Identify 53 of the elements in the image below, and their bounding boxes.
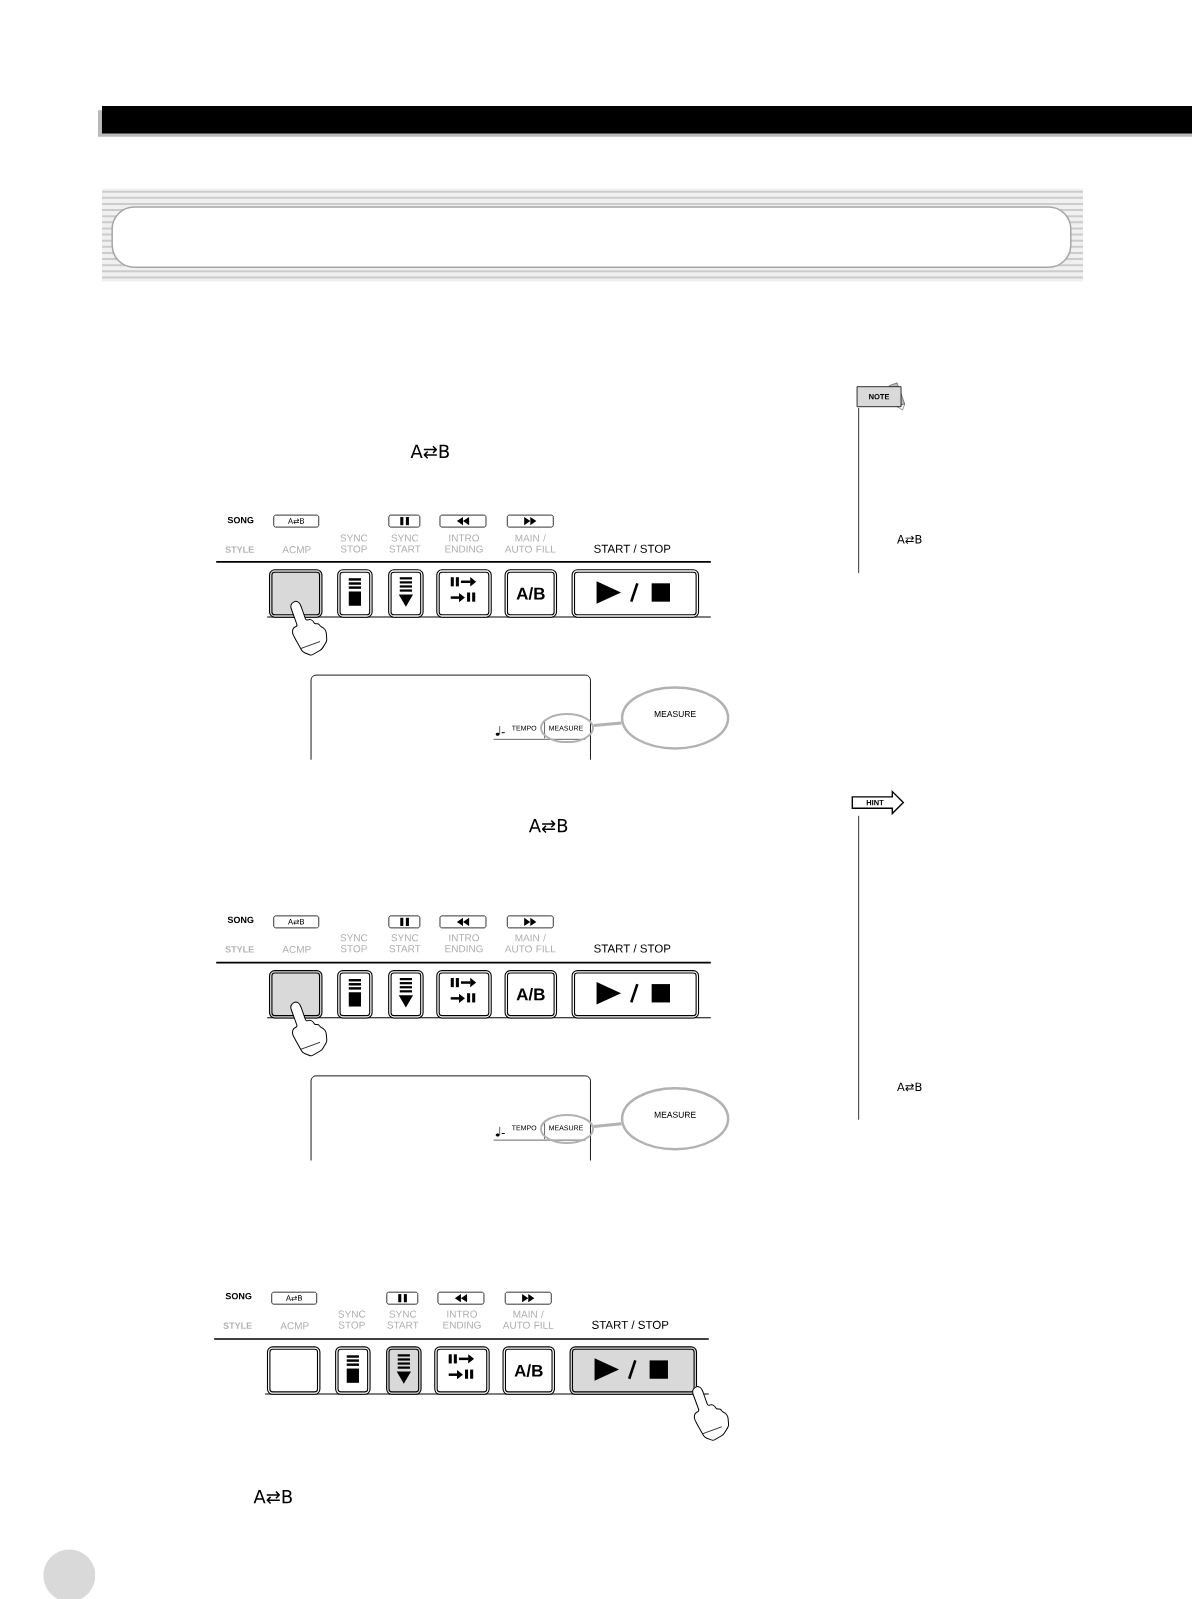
button-label: MAIN / AUTO FILL [502,1310,554,1329]
mode-label: SONG [227,516,254,524]
panel-button [268,569,323,618]
key-cap [439,915,487,929]
highlight-circle [539,713,594,744]
ab-button: A/B [504,970,557,1019]
mode-label: STYLE [223,1322,252,1329]
callout-bubble: MEASURE [620,1086,730,1151]
key-cap [388,514,421,528]
panel-button [434,1346,490,1395]
callout-bubble: MEASURE [620,686,730,750]
key-cap [506,514,554,528]
repeat-symbol-text: A⇄B [897,535,922,544]
button-label: INTRO ENDING [443,1310,481,1329]
button-label: INTRO ENDING [445,534,483,553]
leader-line [593,1122,622,1128]
key-cap [437,1291,485,1305]
highlight-circle [539,1113,594,1144]
button-label: ACMP [282,546,311,554]
repeat-symbol-text: A⇄B [410,444,449,459]
button-label: START / STOP [594,544,671,553]
button-label: MAIN / AUTO FILL [504,534,556,553]
repeat-symbol-text: A⇄B [253,1490,292,1505]
key-cap [386,1291,419,1305]
mode-label: STYLE [225,546,254,553]
button-label: SYNC STOP [340,534,368,553]
mode-label: STYLE [225,946,254,953]
key-cap [439,514,487,528]
button-label: INTRO ENDING [445,934,483,953]
key-cap [506,915,554,929]
mode-label: SONG [225,1292,252,1300]
ab-button: A/B [504,569,557,618]
button-label: SYNC START [389,934,421,953]
ab-button: A/B [502,1346,555,1395]
panel-button [436,970,492,1019]
key-cap [504,1291,552,1305]
button-label: ACMP [280,1322,309,1330]
button-label: SYNC START [389,534,421,553]
button-label: SYNC START [387,1310,419,1329]
key-cap [388,915,421,929]
repeat-symbol-text: A⇄B [897,1082,922,1092]
button-label: START / STOP [592,1320,669,1329]
panel-button [266,1346,321,1395]
panel-button [268,970,323,1019]
mode-label: SONG [227,916,254,924]
button-label: ACMP [282,945,311,953]
button-label: MAIN / AUTO FILL [504,934,556,953]
leader-line [593,721,622,728]
button-label: START / STOP [594,944,671,953]
panel-button [436,569,492,618]
button-label: SYNC STOP [338,1310,366,1329]
repeat-symbol-text: A⇄B [528,819,568,833]
button-label: SYNC STOP [340,934,368,953]
